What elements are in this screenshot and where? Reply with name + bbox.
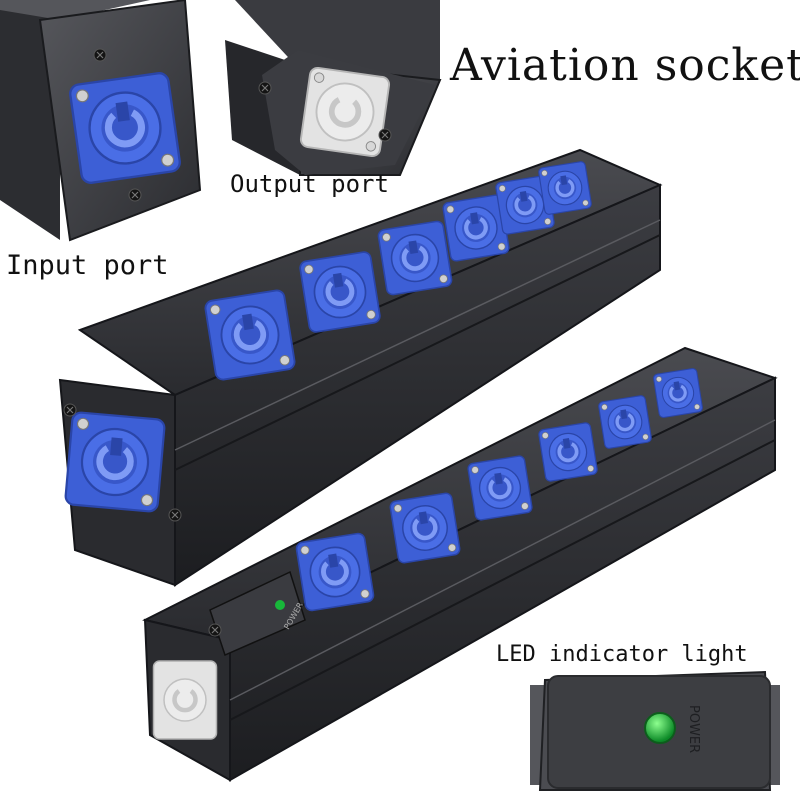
output-port-closeup bbox=[225, 0, 442, 176]
input-port-label: Input port bbox=[6, 250, 169, 281]
upper-power-strip bbox=[58, 148, 663, 587]
led-indicator-label: LED indicator light bbox=[496, 642, 748, 667]
output-port-label: Output port bbox=[230, 170, 389, 198]
lower-power-strip: POWER bbox=[142, 346, 778, 782]
input-port-closeup bbox=[0, 0, 202, 242]
power-label-large: POWER bbox=[686, 705, 701, 753]
led-panel-closeup: POWER bbox=[530, 670, 780, 791]
led-indicator-icon bbox=[644, 712, 676, 744]
page-title: Aviation socket bbox=[450, 40, 800, 91]
